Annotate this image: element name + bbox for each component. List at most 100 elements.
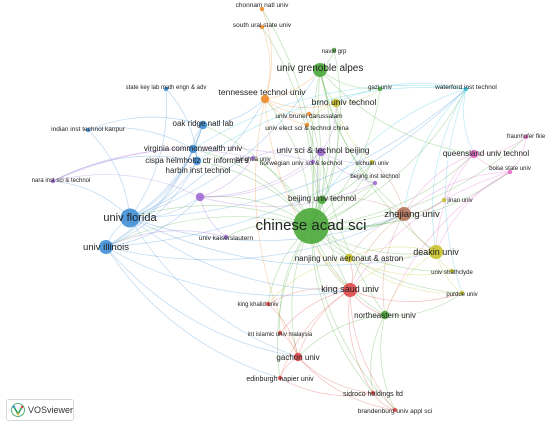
label-cispa[interactable]: cispa helmholtz ctr informat s xyxy=(145,156,249,165)
label-northeastern[interactable]: northeastern univ xyxy=(354,311,416,320)
node-tennessee[interactable] xyxy=(260,94,270,104)
label-harbin[interactable]: harbin inst technol xyxy=(166,166,231,175)
node-indian[interactable] xyxy=(85,127,91,133)
node-iium[interactable] xyxy=(277,330,283,336)
node-brandenburg[interactable] xyxy=(392,407,398,413)
node-sichuan[interactable] xyxy=(369,159,375,165)
link-cas-fraunhofer xyxy=(310,136,527,227)
link-virginia-indian xyxy=(87,127,194,150)
node-boise[interactable] xyxy=(507,169,513,175)
label-strathclyde[interactable]: univ strathclyde xyxy=(431,270,473,276)
label-cas[interactable]: chinese acad sci xyxy=(256,217,367,234)
link-harbin-ustb xyxy=(199,151,322,198)
node-virginia[interactable] xyxy=(188,144,198,154)
node-nuaa[interactable] xyxy=(344,253,354,263)
node-norwegian[interactable] xyxy=(310,159,316,165)
node-kingsaud[interactable] xyxy=(343,283,357,297)
label-norwegian[interactable]: norwegian univ sci & technol xyxy=(260,160,343,167)
label-tennessee[interactable]: tennessee technol univ xyxy=(219,87,307,97)
node-bjtu[interactable] xyxy=(317,195,327,205)
label-sichuan[interactable]: sichuan univ xyxy=(355,161,388,167)
node-southural[interactable] xyxy=(259,24,265,30)
node-northeastern[interactable] xyxy=(380,310,390,320)
link-boise-zhejiang xyxy=(403,171,511,215)
label-southural[interactable]: south ural state univ xyxy=(233,22,292,29)
node-gazi[interactable] xyxy=(377,86,383,92)
node-bit[interactable] xyxy=(372,180,378,186)
label-kingsaud[interactable]: king saud univ xyxy=(321,284,379,294)
node-oakridge[interactable] xyxy=(198,120,208,130)
link-grenoble-queensland xyxy=(319,69,475,155)
label-navalgrp[interactable]: naval grp xyxy=(322,49,347,55)
node-navalgrp[interactable] xyxy=(331,47,337,53)
label-statekey[interactable]: state key lab math engn & adv xyxy=(126,85,207,91)
link-queensland-fraunhofer xyxy=(473,136,527,155)
node-florida[interactable] xyxy=(120,208,140,228)
label-bit[interactable]: beijing inst technol xyxy=(350,174,399,180)
label-virginia[interactable]: virginia commonwealth univ xyxy=(144,144,242,153)
link-grenoble-zhejiang xyxy=(319,69,405,215)
label-oakridge[interactable]: oak ridge natl lab xyxy=(173,119,234,128)
node-gachon[interactable] xyxy=(293,352,303,362)
label-elecsci[interactable]: univ elect sci & technol china xyxy=(265,125,349,132)
label-brno[interactable]: brno univ technol xyxy=(312,97,377,107)
node-zhejiang[interactable] xyxy=(397,207,411,221)
node-grenoble[interactable] xyxy=(313,63,327,77)
node-deakin[interactable] xyxy=(429,245,443,259)
label-boise[interactable]: boise state univ xyxy=(489,166,531,172)
node-edinburgh[interactable] xyxy=(277,375,283,381)
label-ustb[interactable]: univ sci & technol beijing xyxy=(276,145,369,155)
label-grenoble[interactable]: univ grenoble alpes xyxy=(277,63,364,74)
label-kaiserslautern[interactable]: univ kaiserslautern xyxy=(199,235,254,242)
label-florida[interactable]: univ florida xyxy=(103,212,157,224)
node-kingkhalid[interactable] xyxy=(265,301,271,307)
label-deakin[interactable]: deakin univ xyxy=(413,247,459,257)
node-waterford[interactable] xyxy=(463,86,469,92)
label-purdue[interactable]: purdue univ xyxy=(446,292,477,298)
label-kingkhalid[interactable]: king khalid univ xyxy=(237,302,278,308)
label-brandenburg[interactable]: brandenburg univ appl sci xyxy=(358,408,432,415)
node-illinois[interactable] xyxy=(99,240,113,254)
node-tsinghua[interactable] xyxy=(250,155,256,161)
node-kaiserslautern[interactable] xyxy=(223,234,229,240)
node-ustb[interactable] xyxy=(316,147,326,157)
node-queensland[interactable] xyxy=(469,149,479,159)
label-brunei[interactable]: univ brunei darussalam xyxy=(275,113,342,120)
node-strathclyde[interactable] xyxy=(449,268,455,274)
label-sidroco[interactable]: sidroco holdings ltd xyxy=(343,391,403,398)
label-bjtu[interactable]: beijing univ technol xyxy=(288,194,356,203)
link-cas-gazi xyxy=(310,88,381,227)
node-jinan[interactable] xyxy=(441,197,447,203)
vosviewer-badge[interactable]: VOSviewer xyxy=(6,399,74,421)
label-waterford[interactable]: waterford inst technol xyxy=(434,84,497,91)
label-tsinghua[interactable]: tsinghua univ xyxy=(235,157,270,163)
label-fraunhofer[interactable]: fraunhofer fkie xyxy=(507,134,546,140)
node-sidroco[interactable] xyxy=(370,390,376,396)
node-purdue[interactable] xyxy=(459,290,465,296)
label-nuaa[interactable]: nanjing univ aeronaut & astron xyxy=(295,254,404,263)
label-edinburgh[interactable]: edinburgh napier univ xyxy=(246,376,314,383)
node-statekey[interactable] xyxy=(163,86,169,92)
label-indian[interactable]: indian inst technol kanpur xyxy=(51,126,126,133)
label-iium[interactable]: int islamic univ malaysia xyxy=(248,332,313,338)
link-waterford-bjtu xyxy=(321,88,467,201)
vosviewer-logo-icon xyxy=(11,403,25,417)
node-nara[interactable] xyxy=(50,178,56,184)
node-brno[interactable] xyxy=(331,98,341,108)
label-jinan[interactable]: jinan univ xyxy=(446,198,472,204)
label-illinois[interactable]: univ illinois xyxy=(83,242,129,253)
node-chonnam[interactable] xyxy=(259,6,265,12)
node-cispa[interactable] xyxy=(192,156,202,166)
label-gachon[interactable]: gachon univ xyxy=(276,353,319,362)
label-nara[interactable]: nara inst sci & technol xyxy=(32,178,91,184)
label-gazi[interactable]: gazi univ xyxy=(368,85,392,91)
node-elecsci[interactable] xyxy=(304,122,310,128)
label-chonnam[interactable]: chonnam natl univ xyxy=(236,2,290,9)
node-cas[interactable] xyxy=(293,208,329,244)
label-queensland[interactable]: queensland univ technol xyxy=(443,149,530,158)
node-fraunhofer[interactable] xyxy=(523,134,529,140)
node-brunei[interactable] xyxy=(306,111,312,117)
label-zhejiang[interactable]: zhejiang univ xyxy=(384,209,440,220)
node-harbin[interactable] xyxy=(195,192,205,202)
